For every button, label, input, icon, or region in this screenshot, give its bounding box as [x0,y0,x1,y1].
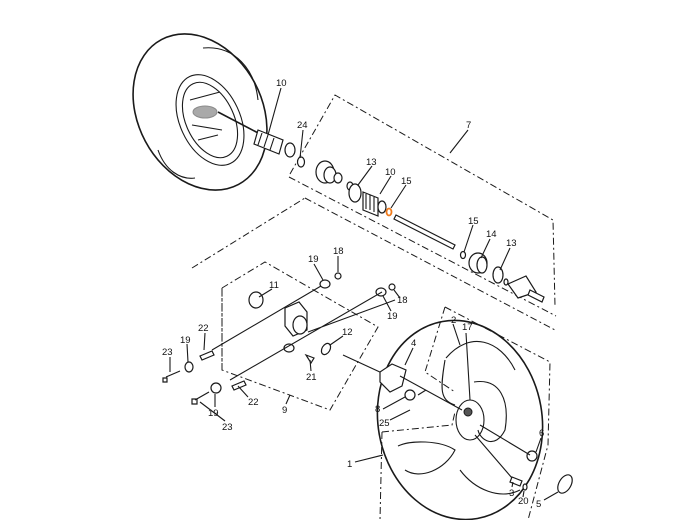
callout-19: 19 [308,254,319,265]
callout-18: 18 [333,246,344,257]
drive-shaft-parts [296,156,545,303]
callout-13: 13 [506,238,517,249]
callout-12: 12 [342,327,353,338]
mount-parts [162,272,396,405]
callout-2: 2 [451,315,456,326]
callout-1: 1 [347,459,352,470]
callout-10: 10 [276,78,287,89]
leader-lines [169,87,559,501]
callout-13: 13 [366,157,377,168]
top-wheel-assembly [132,33,296,191]
callout-18: 18 [397,295,408,306]
group-box-9 [221,261,379,411]
callout-11: 11 [269,280,279,291]
callout-17: 17 [462,322,473,333]
callout-9: 9 [282,405,287,416]
callout-20: 20 [518,496,529,507]
callout-23: 23 [222,422,233,433]
highlighted-ring-15[interactable] [385,207,393,217]
callout-4: 4 [411,338,416,349]
callout-7: 7 [466,120,471,131]
callout-15: 15 [401,176,412,187]
callout-23: 23 [162,347,173,358]
callout-24: 24 [297,120,308,131]
callout-22: 22 [248,397,259,408]
group-box-1 [444,306,551,520]
callout-22: 22 [198,323,209,334]
callout-3: 3 [509,488,514,499]
group-box-7 [289,94,556,307]
callout-19: 19 [180,335,191,346]
callout-19: 19 [208,408,219,419]
callout-19: 19 [387,311,398,322]
callout-15: 15 [468,216,479,227]
callout-10: 10 [385,167,396,178]
callout-14: 14 [486,229,497,240]
callout-5: 5 [536,499,541,510]
callout-6: 6 [539,428,544,439]
callout-labels: 10 24 7 13 10 15 15 14 13 19 18 11 19 18… [162,78,544,510]
callout-25: 25 [379,418,390,429]
callout-8: 8 [375,404,380,415]
callout-21: 21 [306,372,317,383]
bottom-wheel-assembly [376,319,573,520]
